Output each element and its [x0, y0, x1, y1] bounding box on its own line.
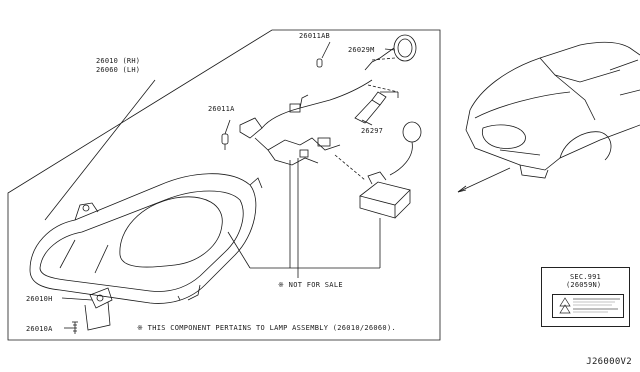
wiring-harness [239, 79, 373, 166]
label-26011ab: 26011AB [299, 32, 330, 40]
warning-label-section: SEC.991 [570, 273, 601, 281]
warning-label-part: (26059N) [566, 281, 602, 289]
leader-26010h [61, 297, 93, 301]
warning-sticker [552, 294, 624, 318]
leader-assembly [44, 79, 156, 221]
bulb-26011ab-shape [316, 58, 323, 68]
diagram-code: J26000V2 [586, 357, 632, 367]
dashed-ballast-link [334, 154, 366, 181]
leader-26011ab [321, 41, 331, 59]
label-26060-lh: 26060 (LH) [96, 66, 141, 74]
dashed-cap-link [371, 57, 396, 61]
igniter-harness [380, 91, 422, 176]
label-26010h: 26010H [26, 295, 53, 303]
vehicle-pointer-arrow [457, 167, 511, 193]
headlamp-housing [29, 173, 263, 304]
label-26297: 26297 [361, 127, 384, 135]
bulb-26297-shape [354, 91, 387, 124]
cap-26029m-shape [364, 34, 417, 71]
bracket-26010h-shape [84, 287, 113, 331]
warning-triangle-icon [559, 297, 571, 307]
label-26010-rh: 26010 (RH) [96, 57, 141, 65]
assembly-frame [7, 29, 441, 341]
vehicle-illustration [465, 41, 640, 179]
ballast-unit [359, 171, 411, 219]
warning-triangle-icon-2 [559, 304, 571, 314]
not-for-sale-leaders [227, 158, 381, 278]
vehicle-pointer-head [457, 185, 467, 193]
leader-26297 [361, 119, 373, 126]
not-for-sale-note: ※ NOT FOR SALE [278, 281, 343, 289]
screw-26010a-shape [72, 321, 78, 334]
label-26029m: 26029M [348, 46, 375, 54]
dashed-bulb-link [367, 84, 399, 93]
component-note: ※ THIS COMPONENT PERTAINS TO LAMP ASSEMB… [137, 324, 396, 332]
leader-26029m [384, 48, 396, 51]
label-26011a: 26011A [208, 105, 235, 113]
warning-label-box [541, 267, 630, 327]
leader-26011a [224, 119, 231, 135]
label-26010a: 26010A [26, 325, 53, 333]
